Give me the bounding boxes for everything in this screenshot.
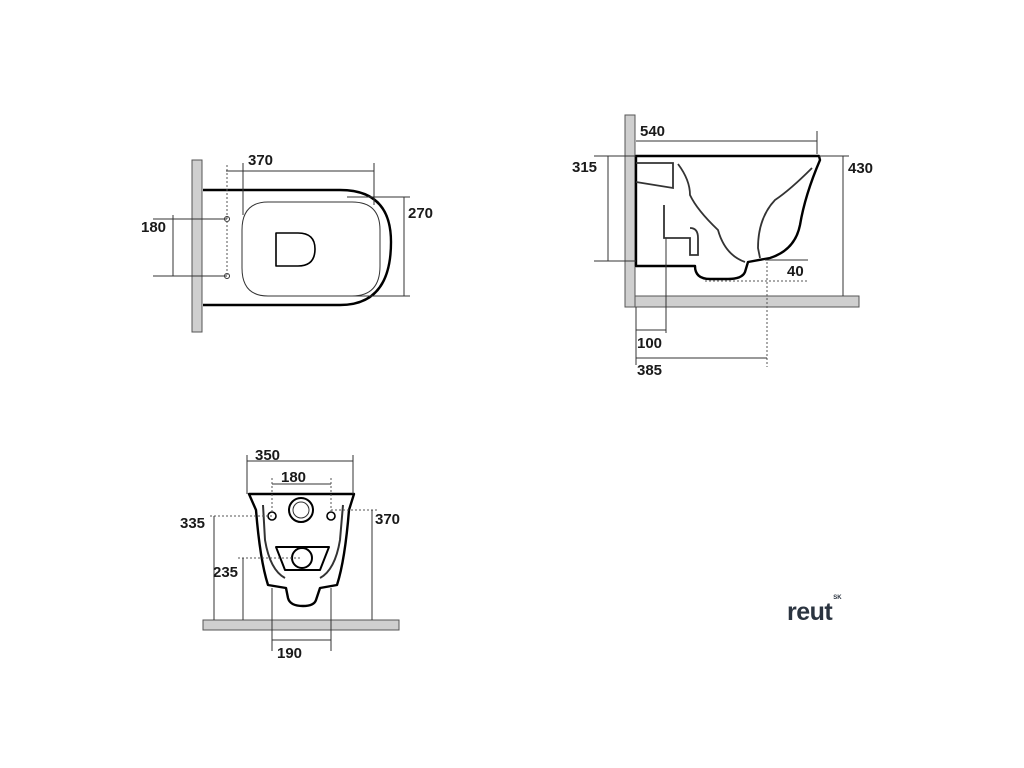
bowl-outline-side	[634, 154, 822, 281]
side-view: 540 430 315 40 100 385	[572, 114, 873, 379]
seat-opening	[241, 201, 381, 297]
dim-base-width-label: 190	[277, 645, 302, 662]
dim-width-label: 350	[255, 447, 280, 464]
dim-bolt-spacing-label: 180	[281, 469, 306, 486]
dim-outlet-axis-label: 385	[637, 362, 662, 379]
brand-suffix: SK	[833, 594, 842, 601]
back-view: 350 180 335 370 235 190	[180, 447, 400, 662]
outlet-frame	[275, 546, 330, 571]
top-view: 370 270 180	[141, 152, 433, 333]
rim-flush	[635, 162, 674, 190]
wall-side-view	[624, 114, 636, 308]
bowl-inner-curve	[677, 163, 746, 263]
inlet-hole	[288, 497, 314, 523]
bolt-hole	[326, 511, 336, 521]
bowl-back-inner	[262, 504, 344, 579]
floor-side-view	[634, 295, 860, 308]
dim-outlet-height-label: 235	[213, 564, 238, 581]
bowl-outline-top	[203, 188, 393, 307]
dim-height-front-label: 430	[848, 160, 873, 177]
dim-width-label: 270	[408, 205, 433, 222]
outlet-pipe	[663, 205, 699, 256]
dim-height-left-label: 335	[180, 515, 205, 532]
dim-length-label: 370	[248, 152, 273, 169]
dim-outlet-height-label: 40	[787, 263, 804, 280]
dim-total-length-label: 540	[640, 123, 665, 140]
brand-logo: reutSK	[787, 594, 842, 627]
brand-name: reut	[787, 598, 833, 626]
dim-height-right-label: 370	[375, 511, 400, 528]
bowl-front-inner	[757, 167, 813, 259]
dim-bolt-spacing-label: 180	[141, 219, 166, 236]
drain-opening	[275, 232, 316, 267]
wall-top-view	[191, 159, 203, 333]
inlet-hole-inner	[292, 501, 310, 519]
dim-outlet-depth-label: 100	[637, 335, 662, 352]
bowl-outline-back	[247, 492, 356, 608]
floor-back-view	[202, 619, 400, 631]
dim-height-back-label: 315	[572, 159, 597, 176]
